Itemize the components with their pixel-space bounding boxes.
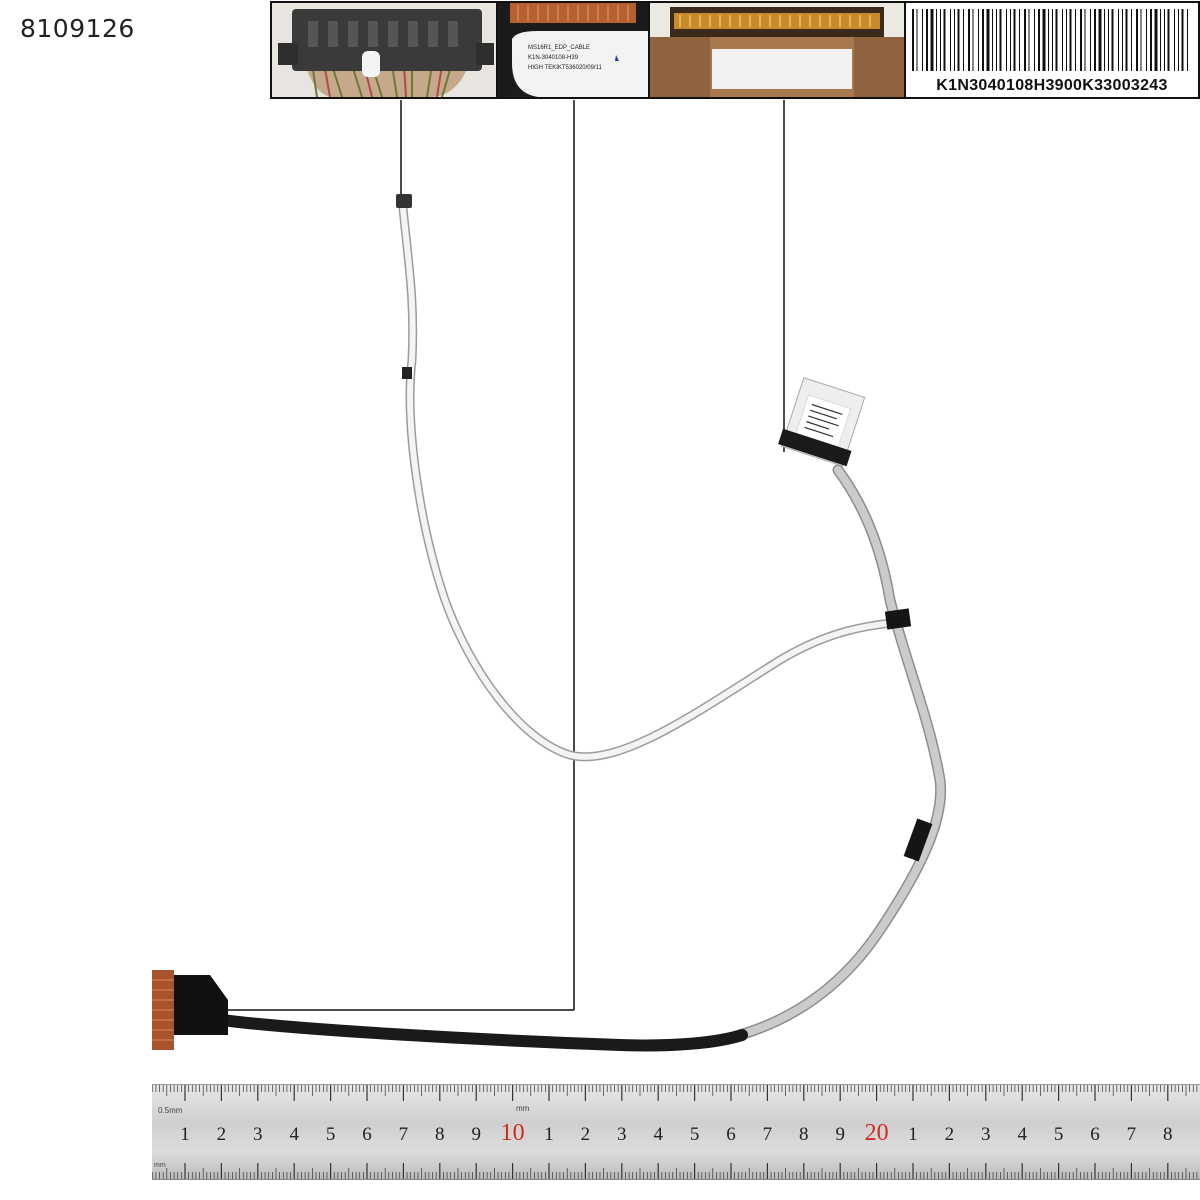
ruler-unit-bottom: mm bbox=[154, 1162, 166, 1169]
ruler-unit-mid: mm bbox=[516, 1104, 530, 1113]
copper-connector-photo bbox=[650, 3, 904, 97]
ruler-number: 3 bbox=[981, 1124, 991, 1145]
ruler-number: 5 bbox=[1054, 1124, 1064, 1145]
ruler-number: 7 bbox=[399, 1124, 409, 1145]
ruler-number: 6 bbox=[1090, 1124, 1100, 1145]
label-connector-photo: MS16R1_EDP_CABLE K1N-3040108-H39 HIGH TE… bbox=[498, 3, 648, 97]
ruler-number: 9 bbox=[835, 1124, 845, 1145]
barcode-text: K1N3040108H3900K33003243 bbox=[936, 77, 1168, 94]
ruler-number: 4 bbox=[653, 1124, 663, 1145]
ruler-number: 3 bbox=[617, 1124, 627, 1145]
ruler-number: 2 bbox=[217, 1124, 227, 1145]
ruler-number: 2 bbox=[945, 1124, 955, 1145]
callout-lines bbox=[212, 100, 785, 1011]
ruler-number: 6 bbox=[362, 1124, 372, 1145]
ruler-number: 5 bbox=[690, 1124, 700, 1145]
ruler-number: 6 bbox=[726, 1124, 736, 1145]
ruler-number: 1 bbox=[544, 1124, 554, 1145]
product-code: 8109126 bbox=[20, 14, 135, 43]
edp-connector bbox=[152, 970, 228, 1050]
measuring-ruler: 0.5mm mm mm 1 2 3 4 5 6 7 8 9 10 1 2 3 4 5 6 7 8 9 20 1 2 3 4 5 6… bbox=[152, 1084, 1200, 1180]
ruler-unit-left: 0.5mm bbox=[158, 1106, 183, 1115]
display-connector bbox=[778, 377, 866, 467]
ruler-number: 4 bbox=[289, 1124, 299, 1145]
cable-label-line-2: K1N-3040108-H39 bbox=[528, 55, 579, 61]
ruler-number: 8 bbox=[435, 1124, 445, 1145]
inset-small-connector bbox=[270, 1, 498, 99]
ruler-number: 8 bbox=[799, 1124, 809, 1145]
barcode bbox=[912, 9, 1188, 71]
inset-label-connector: MS16R1_EDP_CABLE K1N-3040108-H39 HIGH TE… bbox=[496, 1, 650, 99]
tape-band bbox=[402, 367, 412, 379]
tape-band bbox=[903, 818, 933, 862]
ruler-number: 1 bbox=[180, 1124, 190, 1145]
cable-label-line-1: MS16R1_EDP_CABLE bbox=[528, 45, 590, 51]
inset-barcode: K1N3040108H3900K33003243 bbox=[904, 1, 1200, 99]
cable-photo bbox=[152, 100, 947, 1052]
ruler-number: 8 bbox=[1163, 1124, 1173, 1145]
ruler-number: 4 bbox=[1017, 1124, 1027, 1145]
small-connector bbox=[396, 194, 412, 208]
ruler-number: 3 bbox=[253, 1124, 262, 1145]
tape-band bbox=[884, 608, 912, 630]
cable-label-line-3: HIGH TEKIKT536020/09/11 bbox=[528, 65, 602, 71]
ruler-number: 2 bbox=[581, 1124, 591, 1145]
ruler-number: 1 bbox=[908, 1124, 918, 1145]
small-connector-photo bbox=[272, 3, 496, 97]
ruler-number: 9 bbox=[471, 1124, 481, 1145]
ruler-scale: 0.5mm mm mm 1 2 3 4 5 6 7 8 9 10 1 2 3 4 5 6 7 8 9 20 1 2 3 4 5 6… bbox=[152, 1085, 1200, 1179]
ruler-number: 10 bbox=[501, 1120, 525, 1146]
ruler-number: 7 bbox=[763, 1124, 773, 1145]
inset-copper-connector bbox=[648, 1, 906, 99]
ruler-number: 20 bbox=[865, 1120, 889, 1146]
ruler-number: 5 bbox=[326, 1124, 336, 1145]
ruler-number: 7 bbox=[1127, 1124, 1137, 1145]
